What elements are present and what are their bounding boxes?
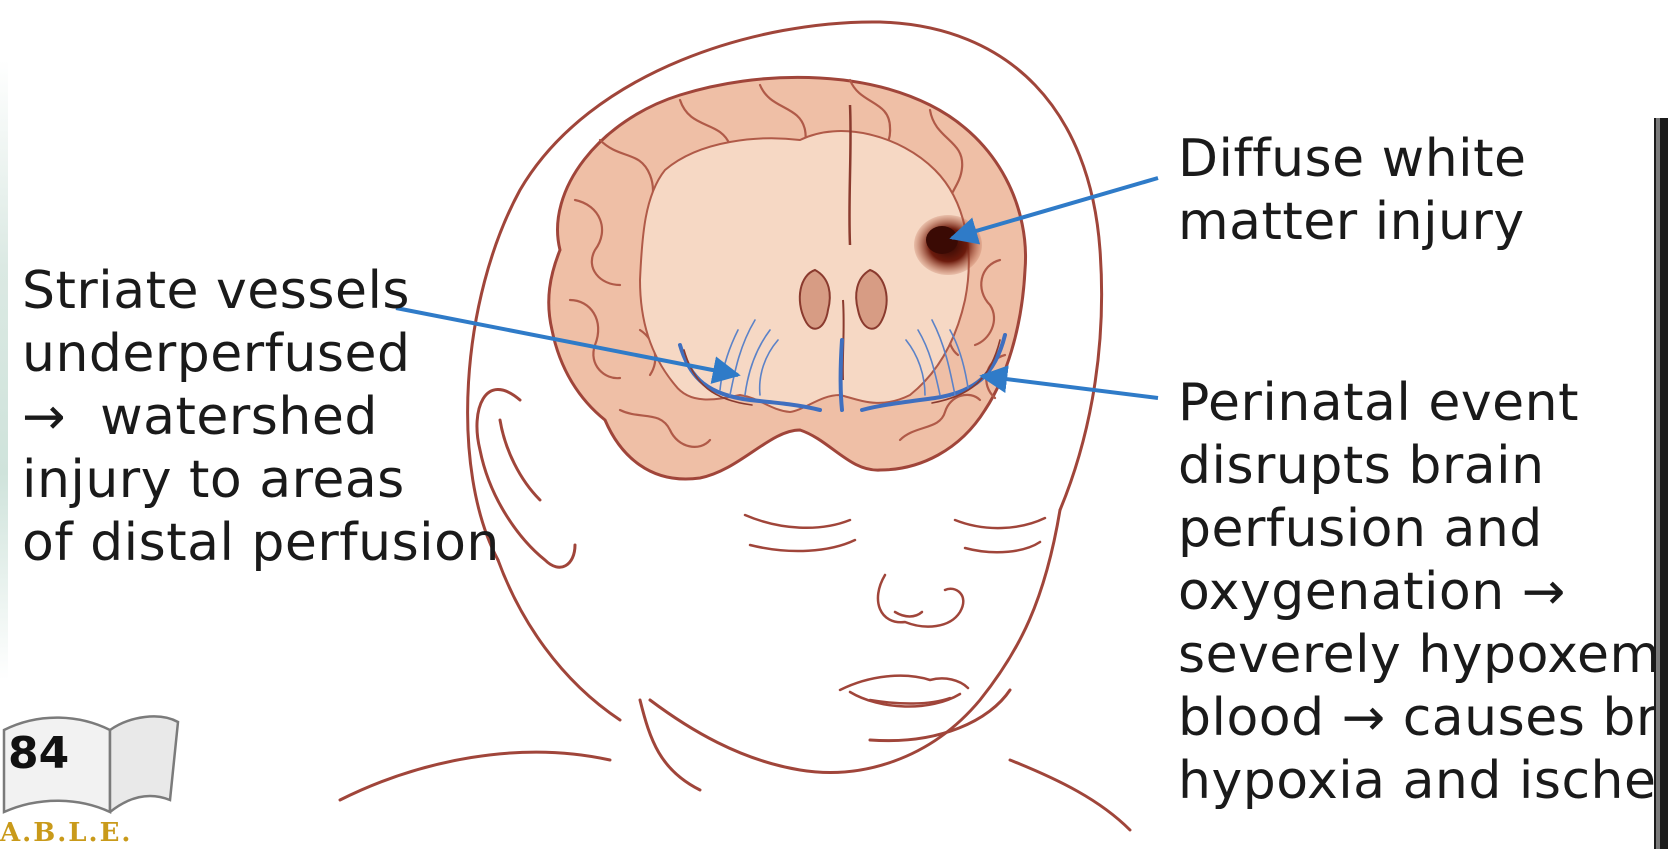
- slide-number: 84: [8, 728, 69, 779]
- label-perinatal-event: Perinatal event disrupts brain perfusion…: [1178, 372, 1668, 813]
- right-edge-highlight: [1656, 118, 1660, 849]
- arrow-perinatal: [982, 376, 1158, 398]
- label-striate-vessels: Striate vessels underperfused → watershe…: [22, 260, 500, 575]
- logo-text: A.B.L.E.: [0, 818, 132, 848]
- face-features: [745, 515, 1045, 707]
- label-white-matter-injury: Diffuse white matter injury: [1178, 128, 1527, 254]
- brain: [549, 77, 1026, 479]
